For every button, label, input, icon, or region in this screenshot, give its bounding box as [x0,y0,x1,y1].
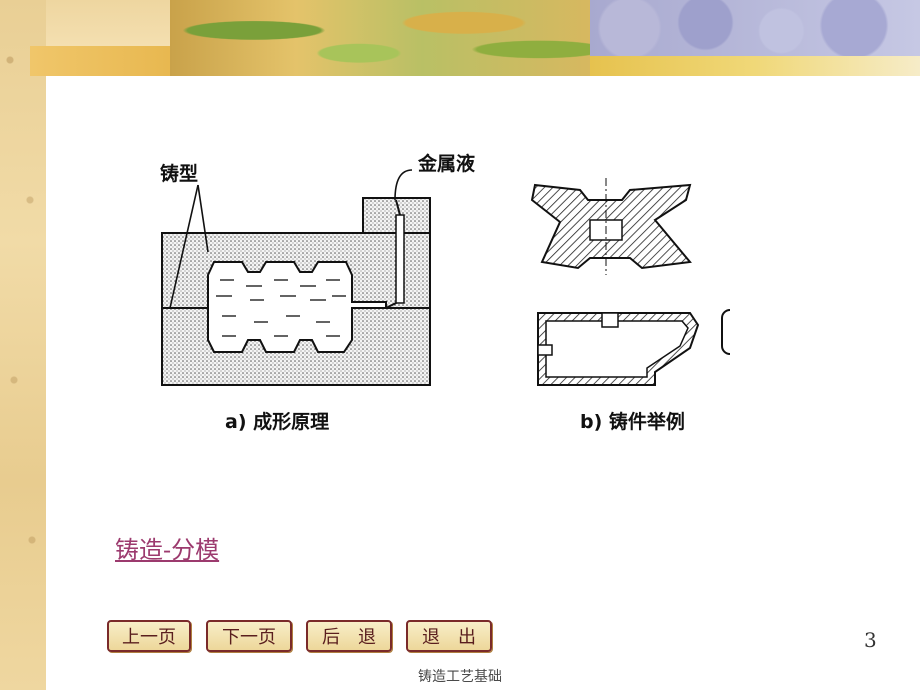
prev-page-button[interactable]: 上一页 [107,620,191,652]
exit-button[interactable]: 退 出 [406,620,492,652]
top-decor-leaf-image [170,0,590,76]
label-molten-metal: 金属液 [417,152,476,175]
caption-forming-principle: a) 成形原理 [225,410,329,433]
casting-split-pattern-link[interactable]: 铸造-分模 [115,536,220,564]
label-mold: 铸型 [160,162,198,185]
page-number: 3 [864,628,877,652]
top-decor-band-left [30,46,170,76]
casting-diagram-svg: 铸型 金属液 a) 成形原理 b) 铸件举例 [160,152,730,433]
top-decor-stones-image [590,0,920,56]
top-decor-band-yellow [590,56,920,76]
next-page-button[interactable]: 下一页 [206,620,292,652]
left-decor-strip [0,0,46,690]
footer-title: 铸造工艺基础 [418,669,502,685]
casting-examples-drawing [530,178,730,386]
casting-illustration: 铸型 金属液 a) 成形原理 b) 铸件举例 [150,140,730,440]
back-button[interactable]: 后 退 [306,620,392,652]
mold-drawing [161,169,431,386]
caption-casting-examples: b) 铸件举例 [580,410,685,433]
